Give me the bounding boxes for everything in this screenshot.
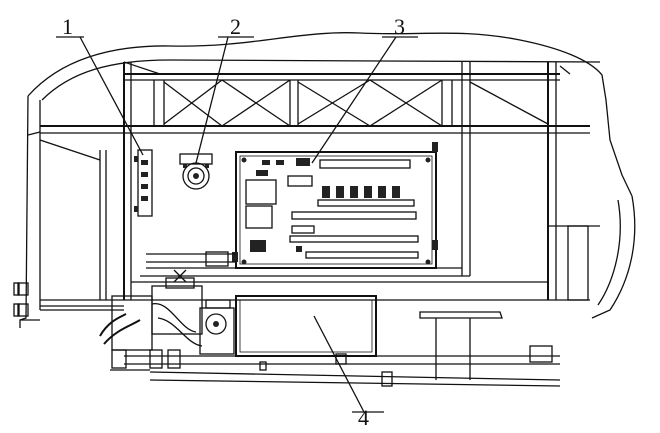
round-connector [179,153,213,190]
storage-box [235,295,377,371]
relay-row [317,186,415,207]
callout-label-1: 1 [62,14,73,39]
callout-1: 1 [56,14,144,156]
callout-label-4: 4 [358,405,369,428]
lower-compartment [110,281,590,387]
cabinet-shell [19,32,636,328]
terminal-strip [134,149,153,217]
board-rails [140,251,470,277]
circuit-board [232,142,438,269]
truss-frame [40,61,590,300]
callout-2: 2 [195,14,254,164]
callout-label-3: 3 [394,14,405,39]
left-frame [39,139,124,307]
callout-label-2: 2 [230,14,241,39]
right-platform [419,225,600,380]
callout-3: 3 [311,14,418,164]
left-mount-tabs [13,282,29,317]
valve-assembly [99,269,235,369]
callout-4: 4 [313,315,384,430]
